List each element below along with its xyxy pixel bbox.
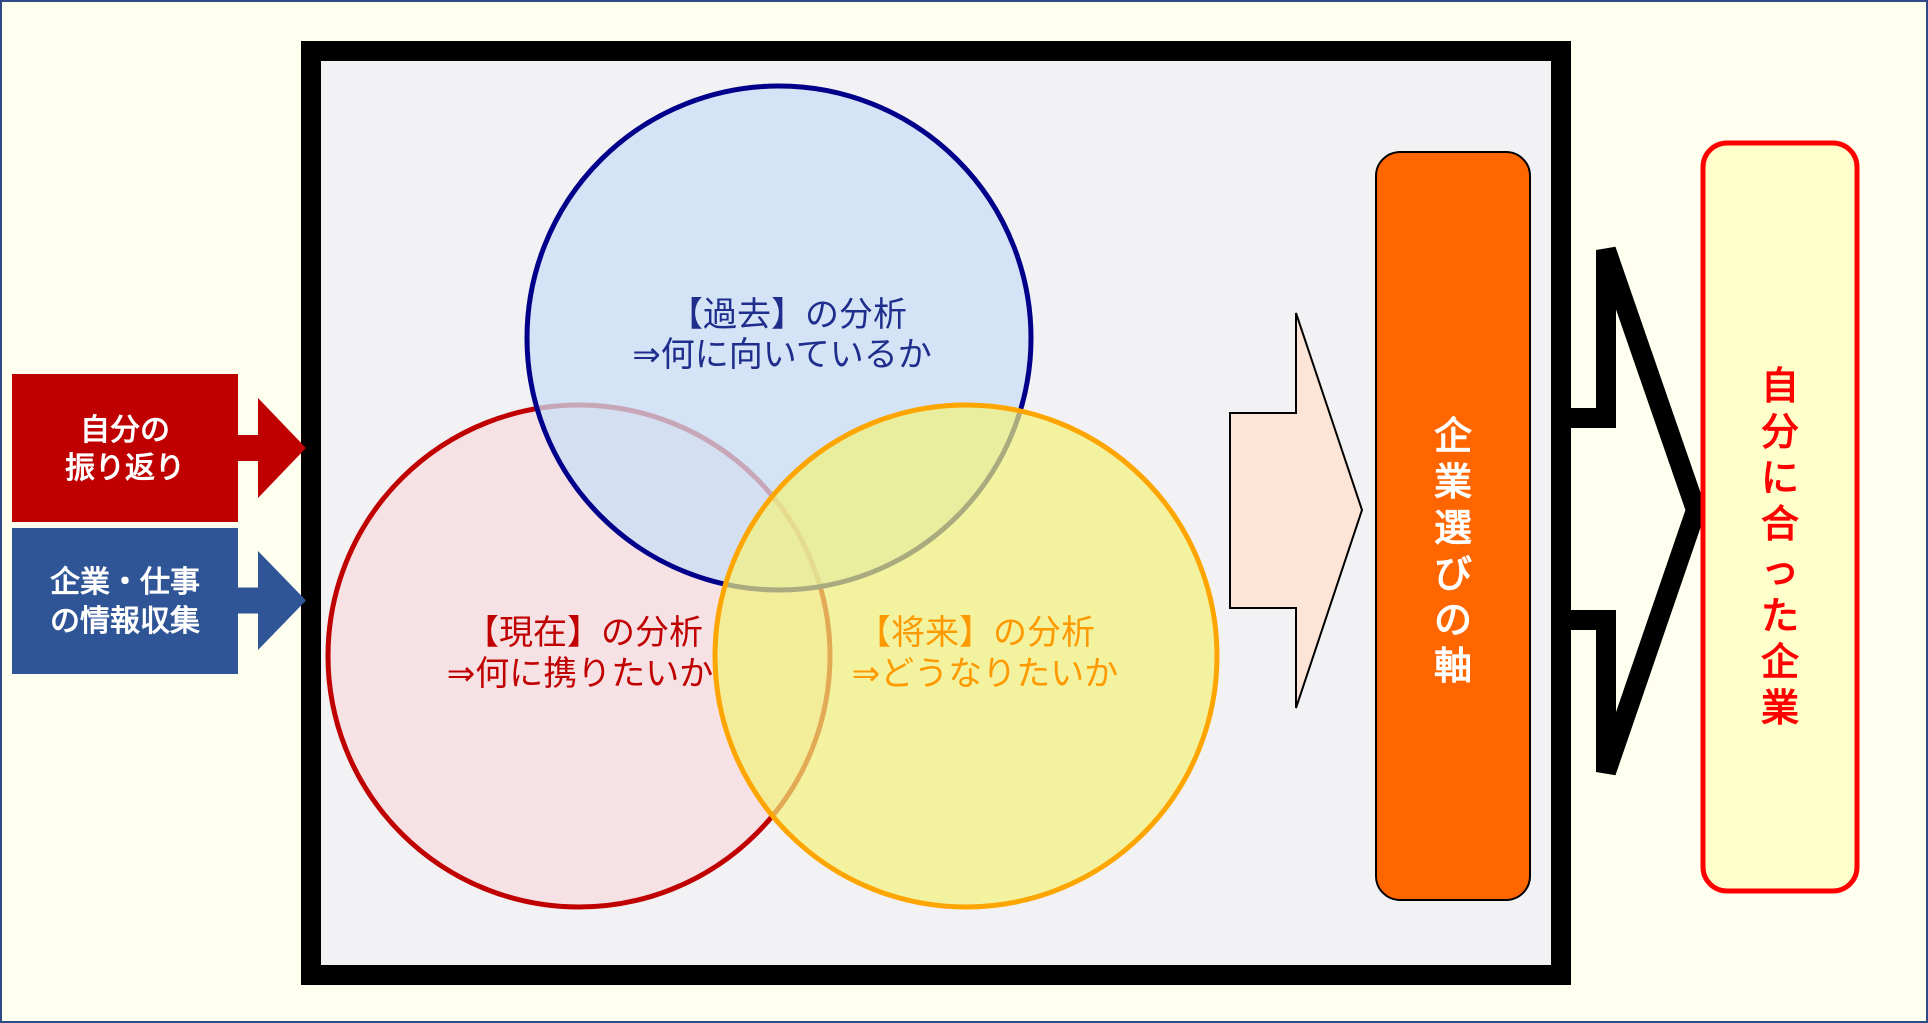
result-box [1700,140,1860,894]
axis-box-char: の [1434,598,1472,642]
venn-future-subtitle: ⇒どうなりたいか [852,654,1119,694]
result-box-char: 業 [1761,686,1799,730]
input-company-info-line2: の情報収集 [50,604,201,639]
chevron-connector [1561,246,1707,776]
venn-circle-future [712,402,1220,910]
axis-box-char: 選 [1434,506,1472,550]
axis-box-char: 企 [1434,414,1473,458]
axis-box-char: び [1434,552,1472,596]
venn-past-subtitle: ⇒何に向いているか [632,335,931,375]
result-box-char: に [1761,456,1799,500]
axis-box-char: 軸 [1434,644,1472,688]
result-box-char: 合 [1761,502,1799,546]
input-company-info-line1: 企業・仕事 [50,565,200,600]
input-self-review-line1: 自分の [80,413,170,448]
venn-past-title: 【過去】の分析 [669,295,907,335]
input-self-review-line2: 振り返り [65,451,185,486]
input-self-review-arrow [236,398,306,498]
result-box-char: た [1761,594,1799,638]
result-box-char: 自 [1761,364,1799,408]
input-self-review-box [12,374,238,522]
input-company-info: 企業・仕事 の情報収集 [12,528,306,674]
venn-present-subtitle: ⇒何に携りたいか [447,654,714,694]
result-box-char: っ [1761,548,1799,592]
output-arrow [1229,312,1364,709]
axis-box [1375,151,1531,901]
result-box-char: 企 [1761,640,1800,684]
result-box-char: 分 [1761,410,1799,454]
venn-future-title: 【将来】の分析 [857,613,1095,653]
axis-box-char: 業 [1434,460,1472,504]
input-company-info-box [12,528,238,674]
input-company-info-arrow [236,551,306,650]
input-self-review: 自分の 振り返り [12,374,306,522]
venn-present-title: 【現在】の分析 [465,613,703,653]
